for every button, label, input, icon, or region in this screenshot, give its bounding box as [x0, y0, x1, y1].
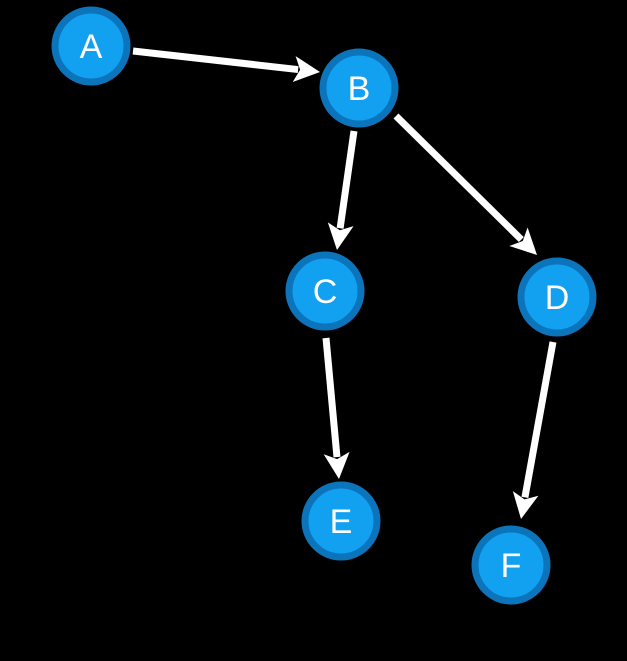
edge-line: [336, 130, 358, 229]
edges-layer: [132, 47, 557, 519]
edge-line: [393, 113, 524, 243]
graph-node-f[interactable]: F: [471, 525, 551, 605]
edge-line: [521, 341, 557, 498]
graph-node-b[interactable]: B: [319, 48, 399, 128]
edge-line: [132, 47, 299, 74]
arrowhead-icon: [292, 56, 320, 83]
edge-line: [322, 337, 341, 458]
edge-c-to-e: [322, 337, 350, 479]
arrowhead-icon: [509, 227, 537, 255]
node-circle[interactable]: [471, 525, 551, 605]
node-circle[interactable]: [301, 481, 381, 561]
node-circle[interactable]: [319, 48, 399, 128]
edge-d-to-f: [512, 341, 557, 519]
arrowhead-icon: [512, 491, 539, 519]
node-circle[interactable]: [51, 6, 131, 86]
node-circle[interactable]: [517, 257, 597, 337]
graph-node-c[interactable]: C: [285, 251, 365, 331]
edge-b-to-d: [393, 113, 537, 255]
graph-node-e[interactable]: E: [301, 481, 381, 561]
arrowhead-icon: [323, 451, 350, 479]
graph-node-a[interactable]: A: [51, 6, 131, 86]
node-circle[interactable]: [285, 251, 365, 331]
graph-node-d[interactable]: D: [517, 257, 597, 337]
arrowhead-icon: [327, 222, 354, 250]
edge-b-to-c: [327, 130, 358, 250]
edge-a-to-b: [132, 47, 320, 83]
